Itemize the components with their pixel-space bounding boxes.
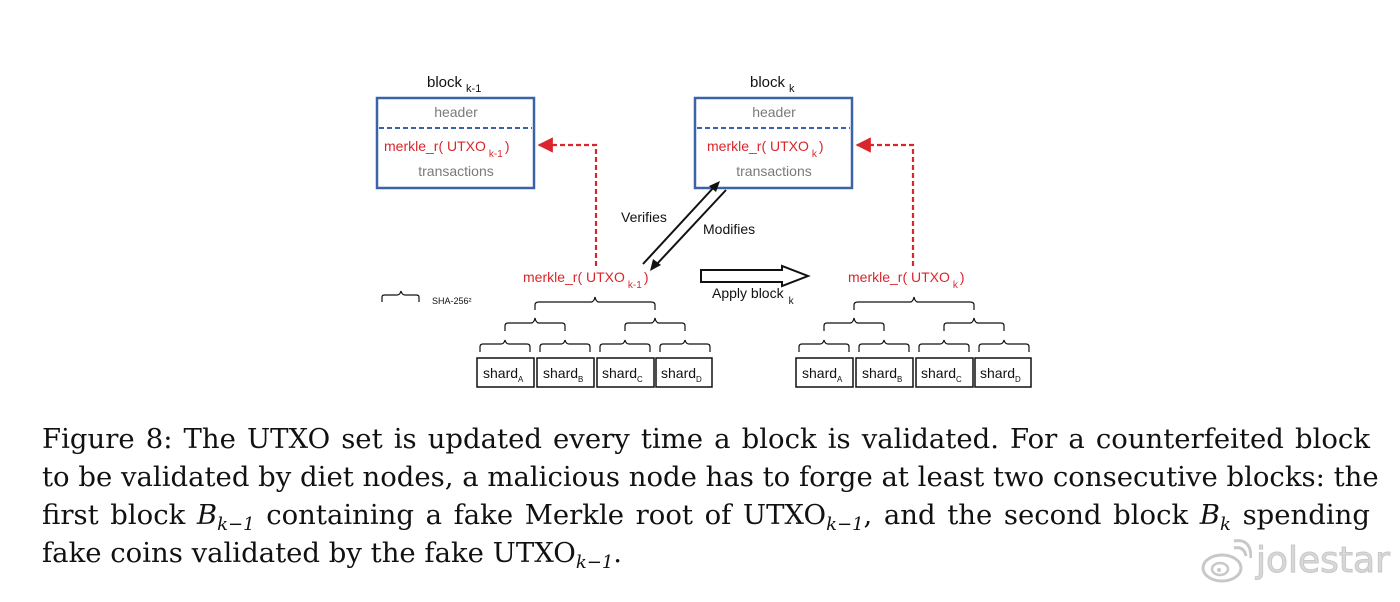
sha-legend: SHA-256² xyxy=(381,290,472,306)
shard-label: shardB xyxy=(862,365,902,384)
apply-block-label: Apply blockk xyxy=(712,285,795,307)
shard-box xyxy=(476,357,535,388)
shard-label: shardA xyxy=(802,365,843,384)
shard-box xyxy=(536,357,595,388)
tree-left-root: merkle_r( UTXOk-1) xyxy=(523,269,648,291)
shard-label: shardD xyxy=(980,365,1021,384)
tree-right-root: merkle_r( UTXOk) xyxy=(848,269,965,291)
apply-block-arrow xyxy=(700,264,811,288)
block-curr-transactions: transactions xyxy=(736,163,811,179)
tree-right-shards: shardA shardB shardC shardD xyxy=(795,357,1032,388)
figure-caption: Figure 8: The UTXO set is updated every … xyxy=(42,420,1379,573)
block-prev-box xyxy=(375,96,536,190)
block-prev-header: header xyxy=(434,104,478,120)
shard-label: shardC xyxy=(602,365,643,384)
red-dashed-arrow-right xyxy=(855,137,915,266)
shard-box xyxy=(596,357,655,388)
red-dashed-arrow-left xyxy=(537,137,598,266)
shard-box xyxy=(655,357,713,388)
tree-right-braces xyxy=(798,296,1030,352)
shard-label: shardC xyxy=(921,365,962,384)
shard-box xyxy=(855,357,914,388)
shard-label: shardA xyxy=(483,365,524,384)
tree-left-shards: shardA shardB shardC shardD xyxy=(476,357,713,388)
caption-line-4: fake coins validated by the fake UTXOk−1… xyxy=(42,537,623,573)
block-curr-box xyxy=(693,96,854,190)
verifies-modifies-arrows xyxy=(642,181,727,271)
modifies-label: Modifies xyxy=(703,221,755,237)
caption-line-2: to be validated by diet nodes, a malicio… xyxy=(42,461,1379,493)
block-prev-transactions: transactions xyxy=(418,163,493,179)
block-curr-merkle: merkle_r( UTXOk) xyxy=(707,138,824,160)
tree-left-braces xyxy=(479,296,711,352)
shard-label: shardD xyxy=(661,365,702,384)
caption-line-1: Figure 8: The UTXO set is updated every … xyxy=(42,423,1370,455)
caption-line-3: first block Bk−1 containing a fake Merkl… xyxy=(42,499,1370,535)
shard-box xyxy=(795,357,854,388)
verifies-label: Verifies xyxy=(621,209,667,225)
weibo-icon xyxy=(1201,539,1252,583)
shard-label: shardB xyxy=(543,365,583,384)
sha-legend-label: SHA-256² xyxy=(432,296,472,306)
watermark: jolestar xyxy=(1200,536,1395,586)
watermark-text: jolestar xyxy=(1256,540,1391,582)
shard-box xyxy=(974,357,1032,388)
shard-box xyxy=(915,357,974,388)
block-prev-merkle: merkle_r( UTXOk-1) xyxy=(384,138,509,160)
block-curr-header: header xyxy=(752,104,796,120)
